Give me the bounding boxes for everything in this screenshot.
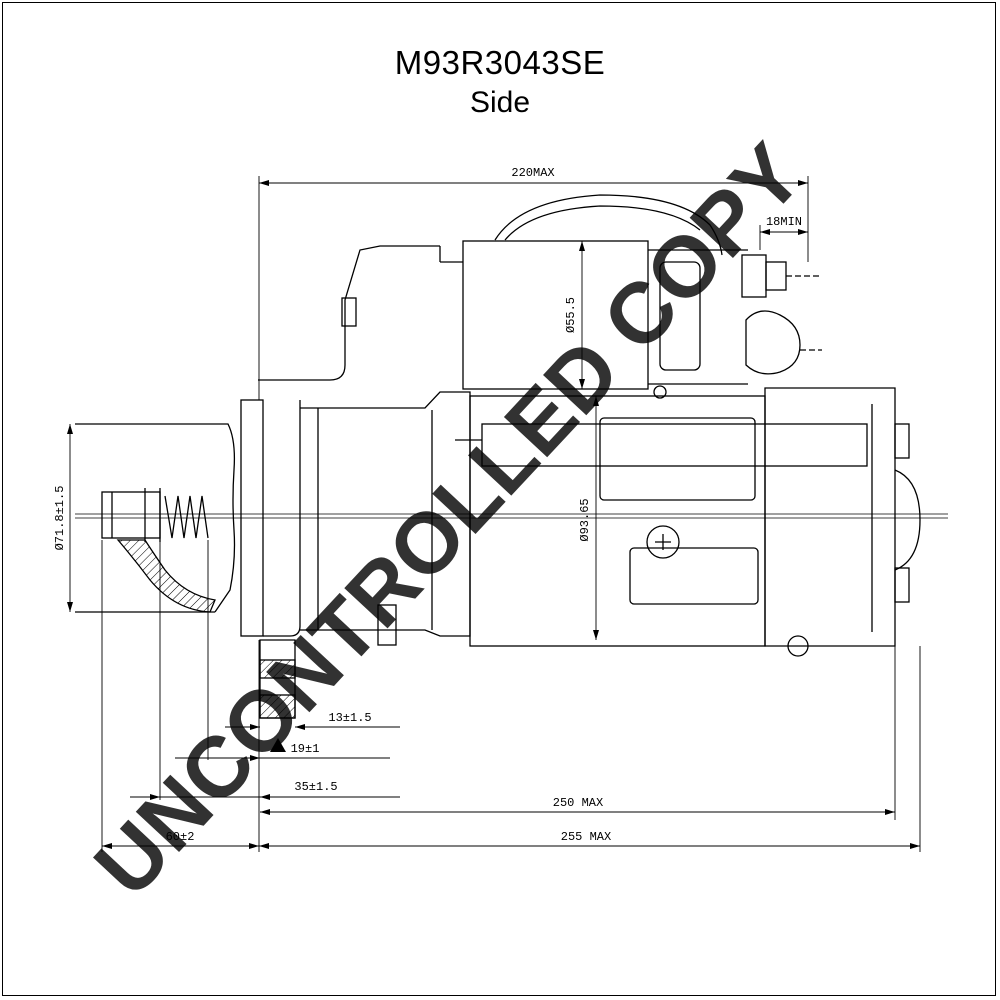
drain-plug <box>377 604 397 646</box>
dim-dia-71: Ø71.8±1.5 <box>53 486 67 551</box>
dim-13: 13±1.5 <box>328 711 371 725</box>
motor-outline <box>75 194 948 719</box>
dimension-lines <box>69 176 921 852</box>
dim-255: 255 MAX <box>561 830 611 844</box>
datum-triangle-icon <box>270 738 286 752</box>
dim-60: 60±2 <box>166 830 195 844</box>
part-number-title: M93R3043SE <box>394 44 606 81</box>
dim-dia-93: Ø93.65 <box>578 498 592 541</box>
nose-housing <box>214 423 236 613</box>
nose-section-hatch <box>116 539 216 613</box>
solenoid <box>462 240 649 390</box>
motor-yoke <box>469 395 766 647</box>
connector-cable <box>494 194 723 256</box>
switch-terminal <box>745 310 801 375</box>
dim-220: 220MAX <box>511 166 554 180</box>
dimension-arrows <box>67 180 920 849</box>
dim-19: 19±1 <box>291 742 320 756</box>
view-title: Side <box>469 86 531 119</box>
dim-250: 250 MAX <box>553 796 603 810</box>
through-bolt <box>481 423 868 467</box>
commutator-end-housing <box>764 387 896 647</box>
dim-18min: 18MIN <box>766 215 802 229</box>
dim-35: 35±1.5 <box>294 780 337 794</box>
return-spring <box>164 495 209 539</box>
mounting-flange <box>240 399 264 637</box>
yoke-screw <box>646 525 680 559</box>
dim-dia-55: Ø55.5 <box>564 297 578 333</box>
pinion-gear <box>101 491 161 539</box>
main-terminal <box>741 254 767 298</box>
